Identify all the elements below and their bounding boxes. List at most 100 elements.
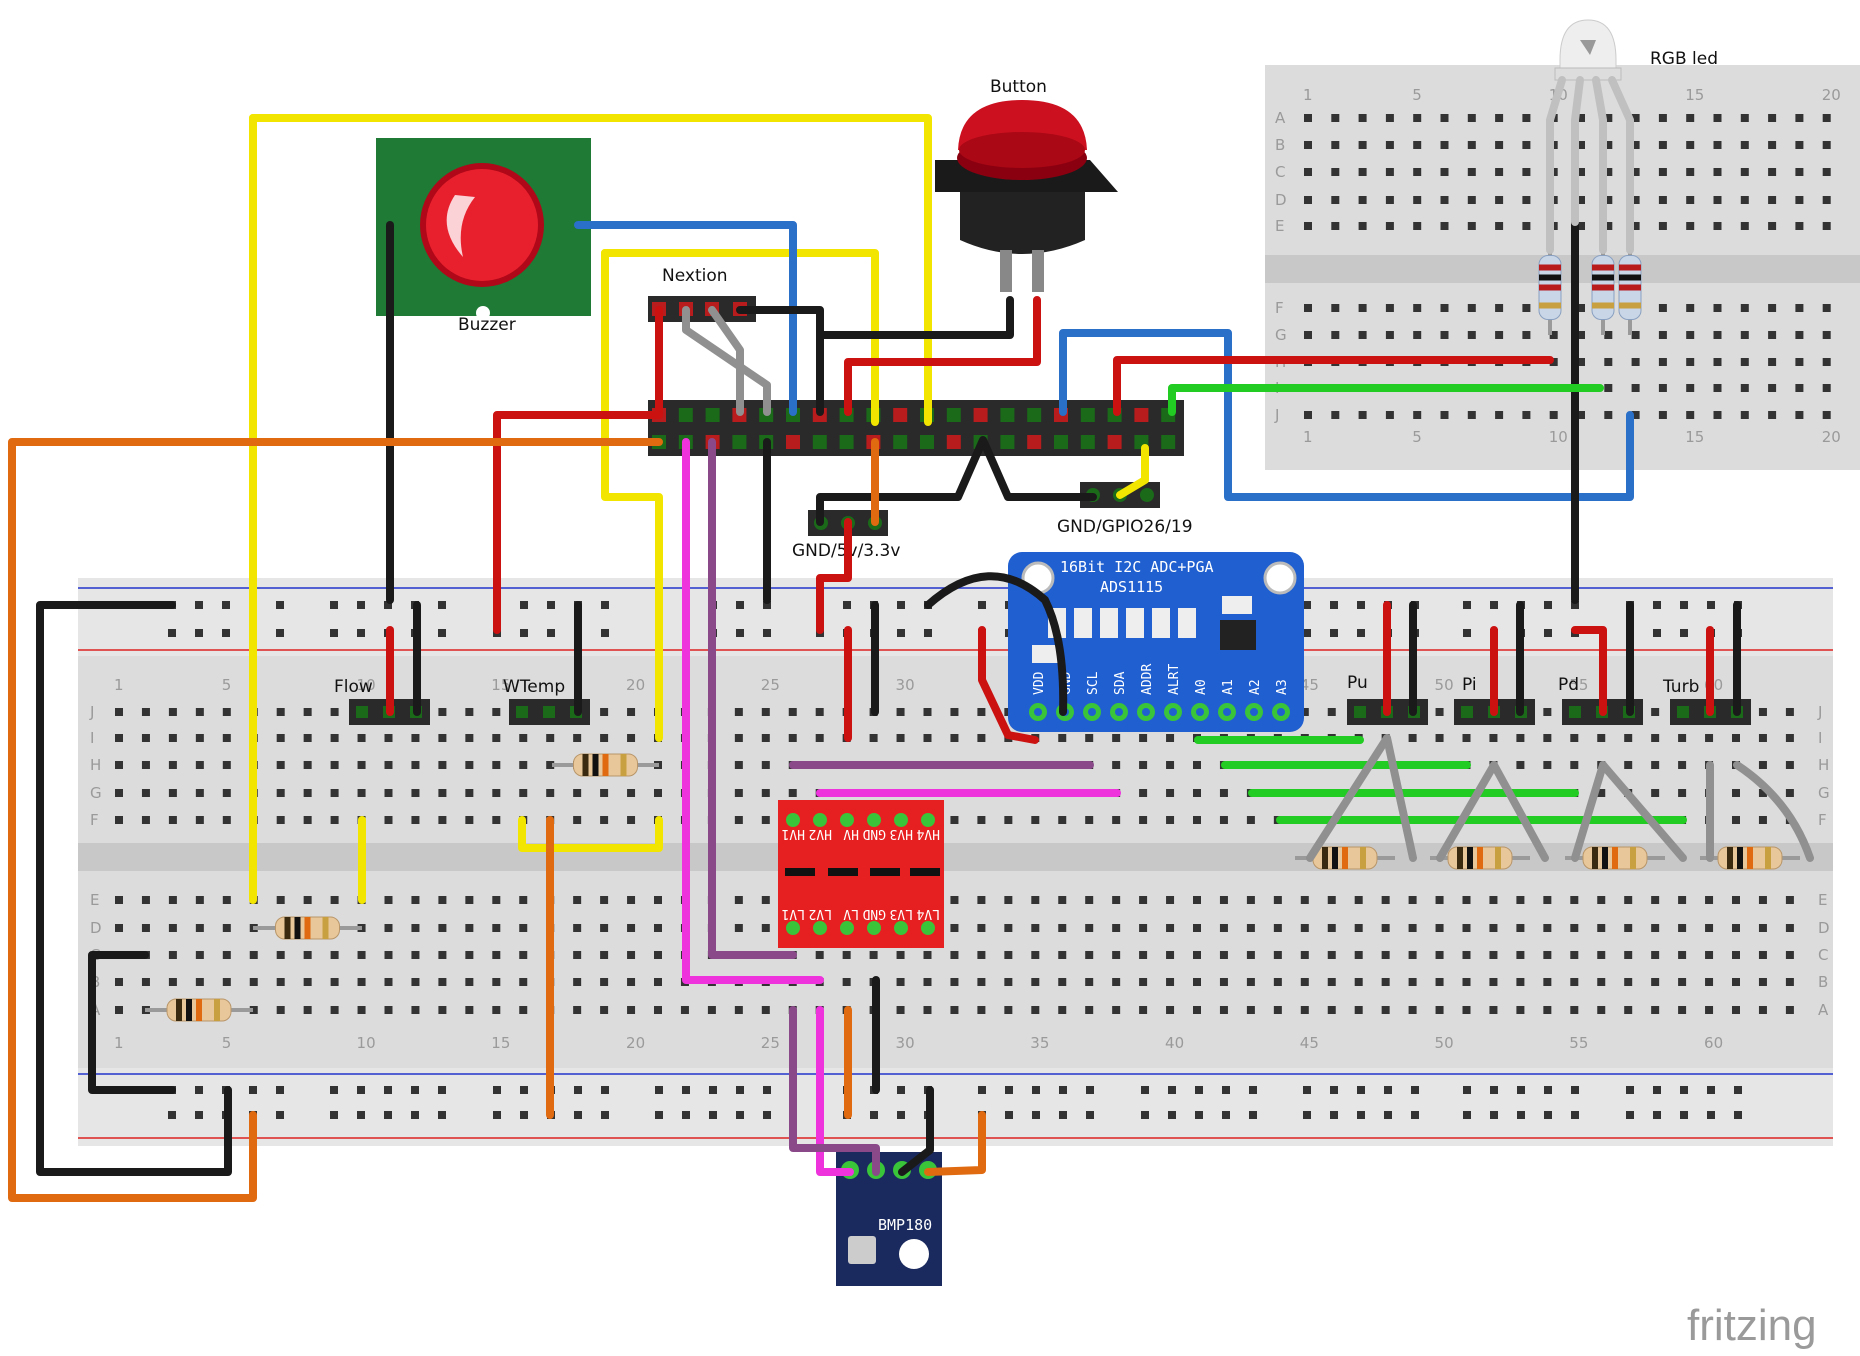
gpio-pin [920, 435, 934, 449]
wire-black-8 [88, 951, 176, 1094]
pi-label: Pi [1462, 675, 1477, 695]
ls-top-pin-label: HV2 [809, 826, 832, 841]
wire-black-7 [36, 601, 232, 1176]
ls-bottom-pin-label: LV [843, 906, 859, 921]
gpio-pin [732, 435, 747, 449]
main-bb-row-label: J [89, 703, 94, 721]
main-bb-col-number: 50 [1435, 1034, 1454, 1052]
main-bb-col-number: 55 [1569, 676, 1588, 694]
ls-top-pin-label: GND [862, 826, 886, 841]
flow-label: Flow [334, 677, 373, 697]
ls-pin [840, 921, 854, 935]
main-bb-col-number: 50 [1435, 676, 1454, 694]
ads-pin-label: A0 [1194, 679, 1209, 695]
wire-orange-1 [8, 438, 663, 1202]
wire-red-3 [844, 296, 1041, 416]
resistors [145, 240, 1800, 1022]
main-bb-col-number: 15 [491, 1034, 510, 1052]
ads-pin-label: A2 [1248, 679, 1263, 695]
gpio-pin [1054, 435, 1068, 449]
main-bb-col-number: 10 [357, 1034, 376, 1052]
gpio-pin [678, 408, 693, 422]
wire-magenta-3 [816, 1006, 854, 1176]
resistor [1618, 255, 1642, 320]
ls-pin [921, 813, 935, 827]
resistor [1538, 255, 1562, 320]
wire-gray-9 [1733, 761, 1814, 862]
main-bb-row-label: J [1817, 703, 1822, 721]
ls-bottom-pin-label: GND [862, 906, 886, 921]
ls-bottom-pin-label: LV3 [890, 906, 913, 921]
resistor [1591, 255, 1615, 320]
resistor [275, 916, 340, 940]
push-button [935, 100, 1118, 292]
ads-pin-label: ADDR [1140, 664, 1155, 695]
gpio-pin [1000, 435, 1015, 449]
main-bb-row-label: C [1818, 946, 1828, 964]
gpio-pin [1080, 435, 1095, 449]
main-bb-col-number: 15 [491, 676, 510, 694]
main-bb-col-number: 45 [1300, 1034, 1319, 1052]
main-bb-row-label: G [1818, 784, 1830, 802]
resistor [1717, 846, 1783, 870]
gpio-pin [893, 408, 908, 422]
wire-led-legs [1546, 76, 1634, 254]
gpio-pin [946, 408, 961, 422]
small-bb-row-label: A [1275, 109, 1286, 127]
main-bb-col-number: 5 [222, 676, 232, 694]
ls-pin [813, 921, 827, 935]
resistor [1582, 846, 1648, 870]
main-bb-col-number: 20 [626, 676, 645, 694]
main-bb-col-number: 5 [222, 1034, 232, 1052]
resistor [1447, 846, 1513, 870]
ls-pin [786, 921, 800, 935]
main-bb-row-label: I [1818, 729, 1822, 747]
gpio-pin [1080, 408, 1095, 422]
ls-pin [840, 813, 854, 827]
wire-gray-7 [1571, 761, 1607, 862]
gpio-pin [1161, 435, 1176, 449]
wire-red-4 [1113, 356, 1554, 416]
ls-pin [867, 813, 881, 827]
bmp180-board: BMP180 [836, 1152, 942, 1286]
small-bb-col-number: 15 [1685, 86, 1704, 104]
gpio-pin [1027, 435, 1042, 449]
gpio-pin [812, 435, 827, 449]
wire-yellow-7 [1116, 444, 1149, 499]
wire-orange-5 [924, 1111, 986, 1176]
wire-red-11 [1571, 626, 1607, 716]
main-bb-col-number: 45 [1300, 676, 1319, 694]
bmp180-label: BMP180 [878, 1216, 932, 1234]
wire-purple-3 [789, 1006, 880, 1176]
rgb-led-label: RGB led [1650, 49, 1718, 69]
main-bb-row-label: E [1818, 891, 1827, 909]
wire-gray-6 [1490, 761, 1549, 862]
small-bb-col-number: 1 [1303, 428, 1313, 446]
main-bb-row-label: H [1818, 756, 1829, 774]
wire-gray-3 [1306, 734, 1391, 862]
ls-pin [867, 921, 881, 935]
ls-pin [894, 921, 908, 935]
small-bb-row-label: B [1275, 136, 1285, 154]
small-bb-row-label: C [1275, 163, 1285, 181]
ls-top-pin-label: HV3 [890, 826, 913, 841]
nextion-label: Nextion [662, 266, 728, 286]
main-bb-col-number: 25 [761, 676, 780, 694]
main-bb-row-label: E [90, 891, 99, 909]
wire-red-2 [493, 411, 663, 634]
ads-model: ADS1115 [1100, 578, 1163, 596]
gnd-gpio-label: GND/GPIO26/19 [1057, 517, 1193, 537]
main-bb-row-label: D [1818, 919, 1830, 937]
wire-yellow-4 [601, 249, 663, 742]
gpio-pin [946, 435, 961, 449]
ls-bottom-pin-label: LV4 [916, 906, 940, 921]
small-bb-col-number: 5 [1412, 428, 1422, 446]
resistor [573, 753, 638, 777]
wire-gray-2 [708, 306, 744, 416]
main-bb-col-number: 55 [1569, 1034, 1588, 1052]
resistor [166, 998, 232, 1022]
wire-black-10 [898, 1086, 934, 1176]
main-bb-col-number: 10 [357, 676, 376, 694]
